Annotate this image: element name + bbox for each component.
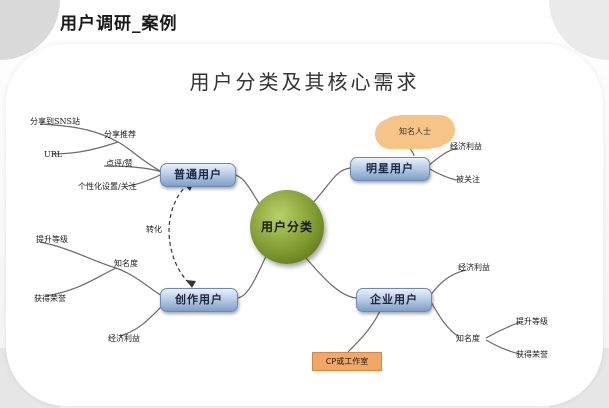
cp-studio-box: CP或工作室 (312, 352, 382, 371)
leaf-share-sns: 分享到SNS站 (30, 117, 80, 126)
node-star-user: 明星用户 (350, 157, 430, 181)
connector (237, 255, 267, 299)
connector (115, 267, 163, 297)
connector (485, 339, 521, 355)
connector (409, 147, 415, 157)
leaf-honor: 获得荣誉 (34, 294, 66, 303)
connector (427, 147, 459, 167)
leaf-followed: 被关注 (456, 175, 480, 184)
leaf-share-recommend: 分享推荐 (104, 130, 136, 139)
leaf-popularity: 知名度 (456, 334, 480, 343)
connector (51, 141, 119, 155)
connector (429, 299, 459, 337)
connector (305, 257, 357, 299)
leaf-popularity: 知名度 (114, 259, 138, 268)
node-creative-user: 创作用户 (160, 288, 238, 312)
connector (39, 123, 119, 143)
connector (39, 241, 117, 269)
center-node: 用户分类 (250, 190, 324, 264)
diagram-title: 用户分类及其核心需求 (189, 70, 420, 94)
convert-label: 转化 (146, 225, 162, 234)
leaf-honor: 获得荣誉 (516, 350, 548, 359)
connector (103, 165, 163, 173)
connector (45, 267, 117, 297)
connector (127, 173, 163, 187)
connector (309, 167, 351, 207)
leaf-url: URL (44, 150, 63, 159)
connector (119, 301, 167, 337)
leaf-comment-like: 点评/赞 (106, 159, 133, 168)
leaf-level-up: 提升等级 (36, 235, 68, 244)
connector (427, 167, 457, 181)
leaf-personalize: 个性化设置/关注 (78, 182, 137, 191)
conversion-arc (168, 183, 191, 285)
connector (117, 141, 163, 173)
leaf-level-up: 提升等级 (516, 317, 548, 326)
leaf-economic: 经济利益 (108, 334, 140, 343)
leaf-economic: 经济利益 (450, 142, 482, 151)
connector (347, 305, 383, 353)
node-enterprise-user: 企业用户 (356, 288, 432, 312)
connector (485, 321, 521, 339)
leaf-economic: 经济利益 (458, 263, 490, 272)
page-title: 用户调研_案例 (60, 14, 178, 34)
cloud-callout: 知名人士 (383, 119, 447, 145)
connector (429, 269, 467, 297)
arrow-head (186, 280, 196, 288)
node-normal-user: 普通用户 (160, 163, 236, 187)
